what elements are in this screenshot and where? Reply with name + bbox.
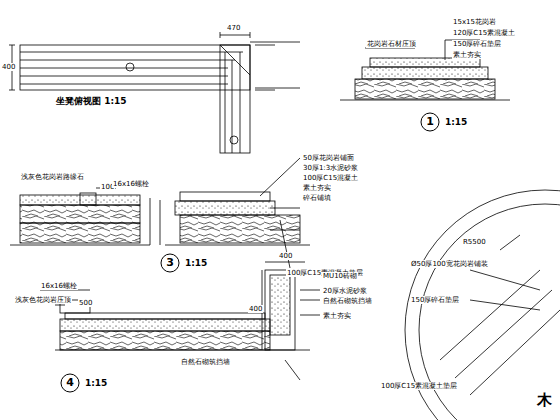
material-note: 碎石铺填 xyxy=(302,194,332,202)
view-title: 坐凳俯视图 1:15 xyxy=(55,96,128,106)
material-note: 16x16螺栓 xyxy=(112,180,150,188)
dimension: 470 xyxy=(226,24,241,32)
material-note: 自然石砌筑挡墙 xyxy=(322,297,373,305)
material-note: 20厚水泥砂浆 xyxy=(322,287,368,295)
material-note: 30厚1:3水泥砂浆 xyxy=(302,164,359,172)
material-note: 15x15花岗岩 xyxy=(452,18,497,26)
callout-number: 4 xyxy=(60,373,80,393)
material-note: 120厚C15素混凝土 xyxy=(452,29,516,37)
material-note: 50厚花岗岩铺面 xyxy=(302,154,355,162)
material-note: Ø50厚100宽花岗岩铺装 xyxy=(410,260,489,268)
section-4 xyxy=(40,262,320,380)
section-1 xyxy=(340,40,510,100)
material-note: 浅灰色花岗岩压顶 xyxy=(14,296,72,304)
callout-circle: 1 xyxy=(420,112,440,132)
material-note: 100厚C15素混凝土垫层 xyxy=(380,382,458,390)
callout-circle: 3 xyxy=(160,253,180,273)
bench-plan xyxy=(9,32,300,153)
material-note: 150厚碎石垫层 xyxy=(410,296,460,304)
section-3 xyxy=(10,158,310,268)
callout-number: 3 xyxy=(160,253,180,273)
material-note: 自然石砌筑挡墙 xyxy=(180,358,231,366)
material-note: 素土夯实 xyxy=(452,51,482,59)
callout-number: 1 xyxy=(420,112,440,132)
scale: 1:15 xyxy=(184,258,208,268)
scale: 1:15 xyxy=(84,378,108,388)
material-note: 100厚C15混凝土 xyxy=(302,174,359,182)
material-note: 素土夯实 xyxy=(322,312,352,320)
callout-circle: 4 xyxy=(60,373,80,393)
dimension: 400 xyxy=(1,63,16,71)
material-note: MU10砖砌 xyxy=(322,272,358,280)
scale: 1:15 xyxy=(444,117,468,127)
material-note: 150厚碎石垫层 xyxy=(452,40,502,48)
title-fragment: 木 xyxy=(536,392,553,408)
material-note: 素土夯实 xyxy=(302,184,332,192)
dimension: 400 xyxy=(278,252,293,260)
dimension: R5500 xyxy=(462,238,487,246)
dimension: 500 xyxy=(78,299,93,307)
material-note: 浅灰色花岗岩路缘石 xyxy=(20,173,85,181)
material-note: 花岗岩石材压顶 xyxy=(366,40,417,48)
material-note: 16x16螺栓 xyxy=(40,282,78,290)
dimension: 400 xyxy=(248,305,263,313)
